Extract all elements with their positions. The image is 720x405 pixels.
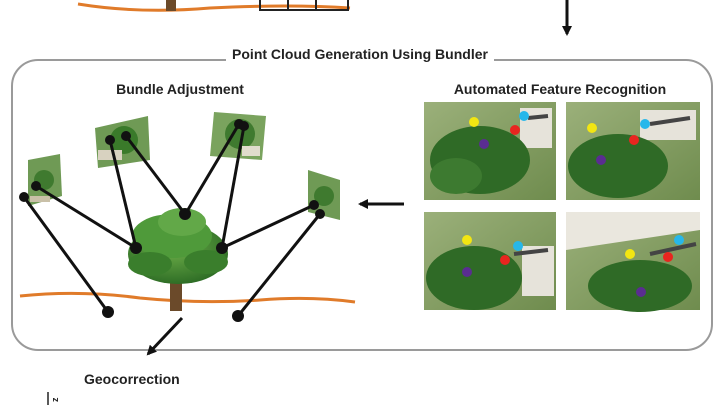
side-glyphs: z	[47, 392, 60, 405]
aerial-tile-2	[566, 102, 700, 200]
top-tree-trunk-icon	[166, 0, 176, 11]
aerial-tile-4	[566, 212, 700, 312]
top-fragment	[77, 0, 572, 36]
side-glyph-text: z	[50, 397, 60, 402]
arrow-geocorrection-icon	[146, 316, 184, 356]
ray-points	[19, 119, 325, 322]
aerial-tile-3	[424, 212, 556, 310]
top-ground-line	[77, 2, 351, 12]
bundle-adjustment-label: Bundle Adjustment	[116, 81, 244, 97]
geocorrection-label: Geocorrection	[84, 371, 180, 387]
ray-lines	[22, 123, 322, 317]
tree-icon	[128, 208, 228, 311]
ground-line	[19, 291, 356, 304]
feature-recognition-label: Automated Feature Recognition	[454, 81, 666, 97]
aerial-tile-1	[424, 102, 556, 200]
building-icon	[259, 0, 349, 11]
camera-photo-2	[95, 116, 150, 168]
bundle-adjustment-section: Bundle Adjustment	[19, 81, 356, 356]
feature-recognition-section: Automated Feature Recognition	[424, 81, 700, 312]
